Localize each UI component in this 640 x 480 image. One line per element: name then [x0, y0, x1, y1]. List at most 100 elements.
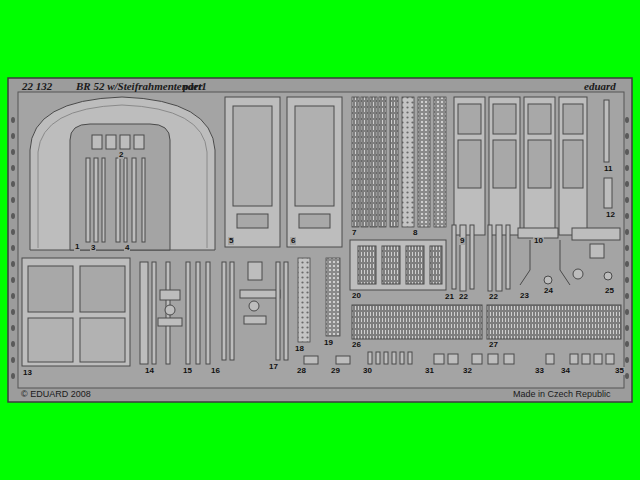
parts-28-35-shape — [376, 352, 380, 364]
parts-28-35-shape — [448, 354, 458, 364]
frame-holes-shape — [11, 213, 15, 219]
part-17-shape — [222, 262, 226, 360]
parts-26-27-shape — [352, 305, 482, 339]
callout-number: 23 — [519, 292, 530, 300]
callout-number: 4 — [124, 244, 130, 252]
parts-14-16-shape — [140, 262, 148, 364]
frame-holes-shape — [625, 325, 629, 331]
frame-holes-shape — [625, 341, 629, 347]
part-20-shape — [430, 246, 442, 284]
parts-23-25-shape — [560, 240, 570, 285]
frame-holes-shape — [625, 165, 629, 171]
callout-number: 6 — [290, 237, 296, 245]
parts-28-35-shape — [434, 354, 444, 364]
parts-14-16-shape — [152, 262, 156, 364]
callout-number: 27 — [488, 341, 499, 349]
parts-14-16-shape — [206, 262, 210, 364]
parts-28-35 — [304, 352, 614, 364]
parts-28-35-shape — [570, 354, 578, 364]
parts-28-35-shape — [392, 352, 396, 364]
callout-number: 14 — [144, 367, 155, 375]
parts-7-8 — [352, 97, 446, 227]
callout-number: 18 — [294, 345, 305, 353]
part-17-shape — [248, 262, 262, 280]
frame-holes-shape — [625, 373, 629, 379]
frame-holes-shape — [11, 181, 15, 187]
part-1-arch-shape — [134, 135, 144, 149]
parts-11-12 — [604, 100, 612, 208]
callout-number: 12 — [605, 211, 616, 219]
frame-holes-shape — [625, 245, 629, 251]
part-13 — [22, 258, 130, 366]
part-17-shape — [276, 262, 280, 360]
parts-9-10-shape — [528, 104, 551, 134]
callout-number: 10 — [533, 237, 544, 245]
fret-header: part1 — [183, 81, 207, 92]
parts-5-6-shape — [225, 97, 280, 247]
callout-number: 11 — [603, 165, 613, 173]
callout-number: 13 — [22, 369, 33, 377]
callout-number: 17 — [268, 363, 279, 371]
callout-number: 5 — [228, 237, 234, 245]
frame-holes-shape — [625, 277, 629, 283]
parts-23-25-shape — [544, 276, 552, 284]
frame-holes-shape — [11, 149, 15, 155]
part-13-shape — [80, 318, 125, 362]
parts-14-16-shape — [160, 290, 180, 300]
parts-9-10-shape — [559, 97, 587, 235]
parts-28-35-shape — [594, 354, 602, 364]
parts-14-16 — [140, 262, 210, 364]
callout-number: 26 — [351, 341, 362, 349]
callout-number: 3 — [90, 244, 96, 252]
part-1-arch-shape — [30, 97, 215, 250]
frame-holes-shape — [11, 277, 15, 283]
parts-21-22 — [452, 225, 510, 291]
part-13-shape — [28, 318, 73, 362]
parts-9-10-shape — [458, 140, 481, 188]
frame-holes-shape — [11, 133, 15, 139]
part-13-shape — [22, 258, 130, 366]
parts-5-6-shape — [299, 214, 330, 228]
frame-holes-shape — [625, 293, 629, 299]
part-20 — [350, 240, 446, 290]
parts-9-10-shape — [489, 97, 520, 235]
callout-number: 1 — [74, 243, 80, 251]
fret-footer: Made in Czech Republic — [512, 390, 612, 399]
parts-14-16-shape — [158, 318, 182, 326]
part-1-arch-shape — [132, 158, 136, 242]
frame-holes-shape — [625, 133, 629, 139]
part-17-shape — [284, 262, 288, 360]
parts-28-35-shape — [368, 352, 372, 364]
parts-26-27 — [352, 305, 621, 339]
parts-9-10 — [454, 97, 587, 235]
callout-number: 29 — [330, 367, 341, 375]
part-20-shape — [358, 246, 376, 284]
frame-holes-shape — [11, 309, 15, 315]
part-17-shape — [240, 290, 280, 298]
parts-28-35-shape — [504, 354, 514, 364]
frame-holes-shape — [11, 325, 15, 331]
callout-number: 22 — [488, 293, 499, 301]
parts-18-19-shape — [326, 258, 340, 336]
part-17 — [222, 262, 288, 360]
callout-number: 32 — [462, 367, 473, 375]
part-13-shape — [28, 266, 73, 312]
parts-21-22-shape — [496, 225, 502, 291]
frame-holes-shape — [625, 357, 629, 363]
parts-5-6-shape — [295, 106, 334, 206]
parts-28-35-shape — [488, 354, 498, 364]
parts-7-8-shape — [370, 97, 377, 227]
parts-28-35-shape — [582, 354, 590, 364]
callout-number: 22 — [458, 293, 469, 301]
parts-28-35-shape — [400, 352, 404, 364]
parts-28-35-shape — [336, 356, 350, 364]
frame-holes-shape — [11, 197, 15, 203]
part-20-shape — [350, 240, 446, 290]
frame-holes-shape — [625, 197, 629, 203]
parts-23-25-shape — [572, 228, 620, 240]
part-13-shape — [80, 266, 125, 312]
callout-number: 20 — [351, 292, 362, 300]
parts-23-25-shape — [604, 272, 612, 280]
frame-holes-shape — [11, 293, 15, 299]
